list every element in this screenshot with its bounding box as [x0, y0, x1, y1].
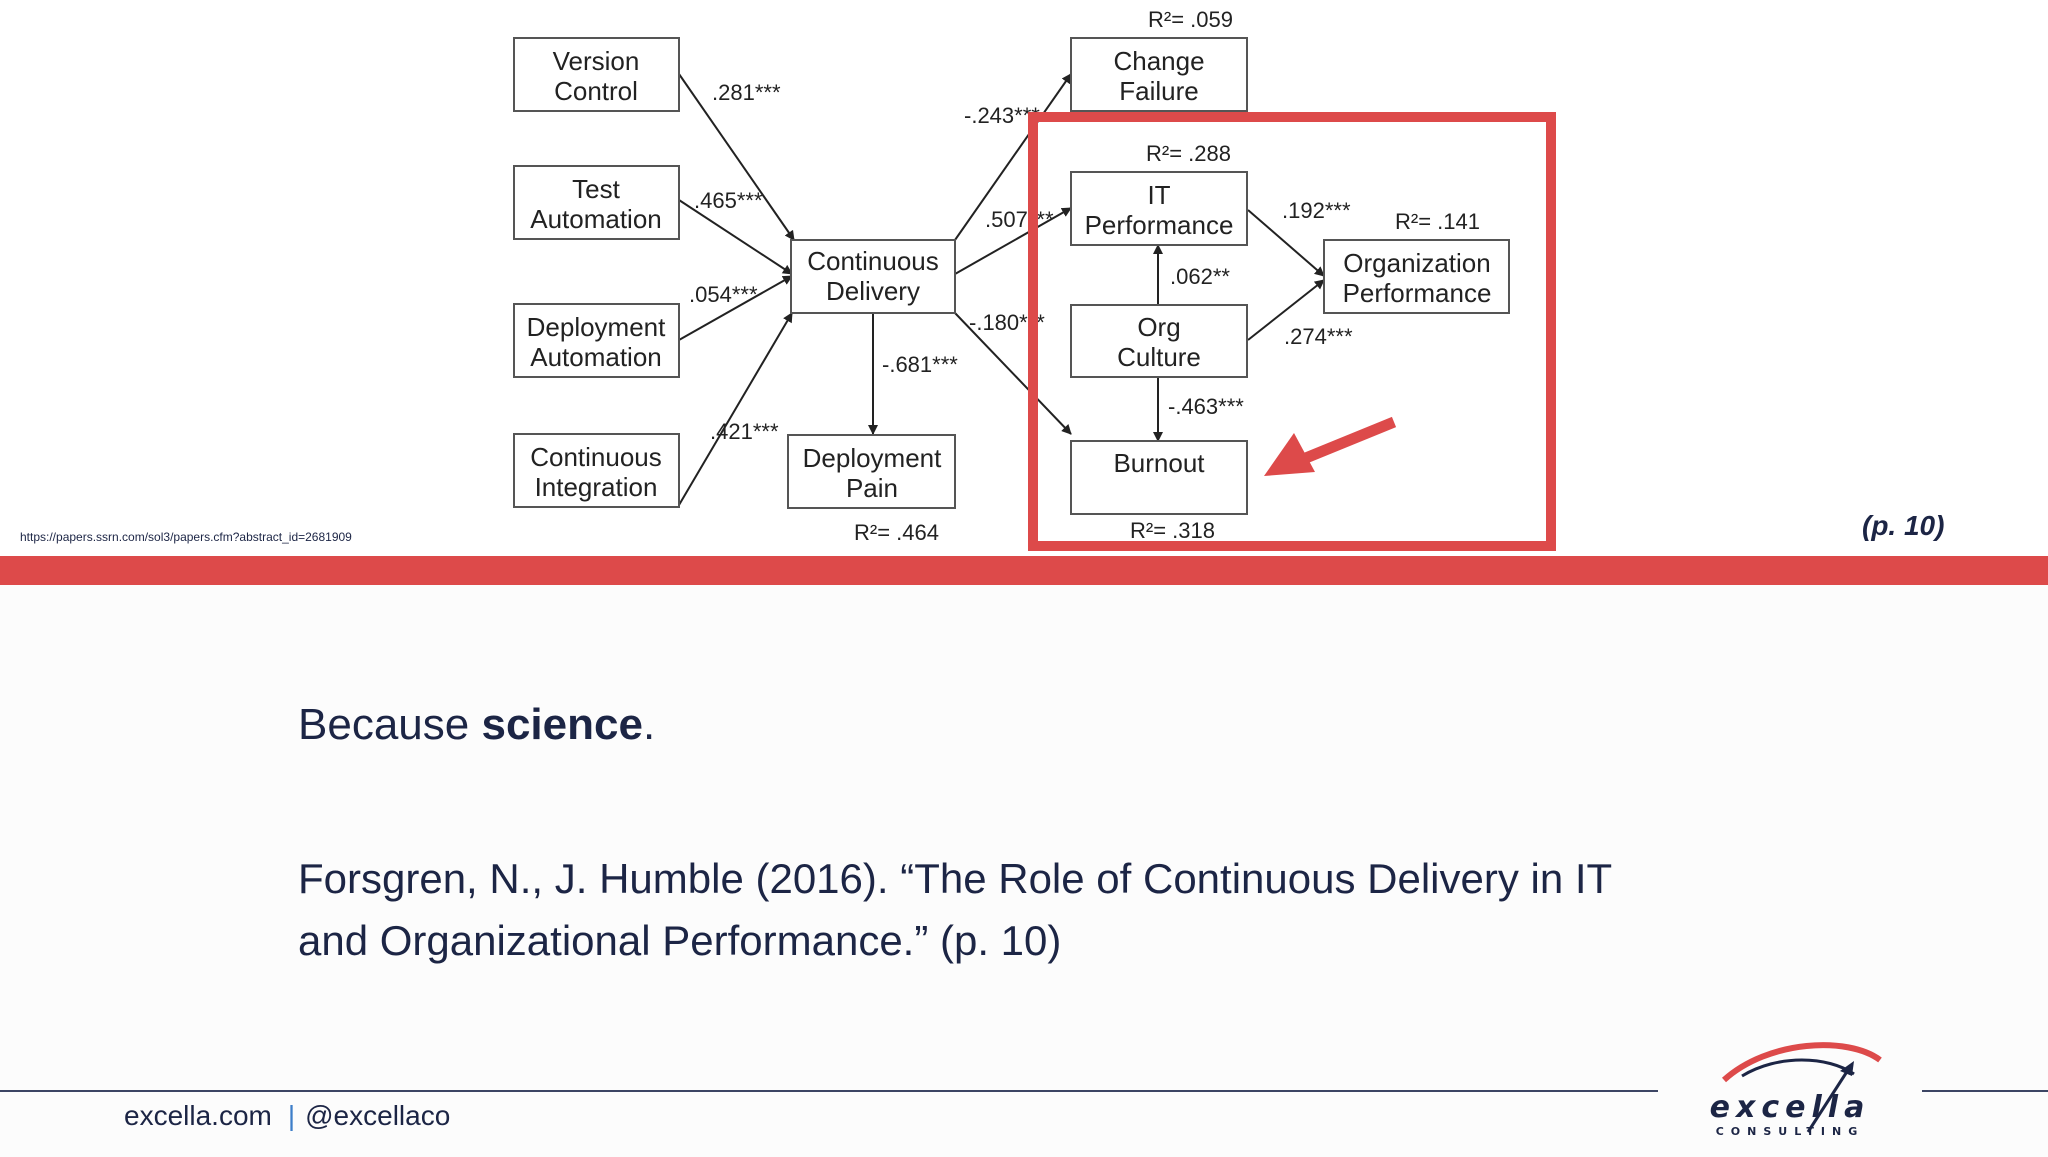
r2-change-failure: R²= .059	[1148, 7, 1233, 32]
edge-labels: .281*** .465*** .054*** .421*** -.681***…	[689, 80, 1353, 444]
node-continuous-integration: Continuous Integration	[513, 433, 680, 508]
node-test-automation: Test Automation	[513, 165, 680, 240]
node-change-failure: Change Failure	[1070, 37, 1248, 112]
edge-continuous-integration-cd	[678, 312, 793, 506]
edge-org-culture-org-performance	[1247, 279, 1325, 341]
node-version-control: Version Control	[513, 37, 680, 112]
footer-separator: |	[287, 1100, 296, 1131]
highlight-arrow-icon	[1264, 416, 1397, 476]
node-version-control-line2: Control	[554, 76, 638, 106]
footer-divider	[0, 1090, 2048, 1092]
page-reference: (p. 10)	[1862, 510, 1945, 541]
edge-label-it-org-performance: .192***	[1282, 198, 1351, 223]
node-deployment-automation-line2: Automation	[530, 342, 662, 372]
node-deployment-automation-line1: Deployment	[527, 312, 667, 342]
node-deployment-pain: Deployment Pain	[787, 434, 956, 509]
statement-prefix: Because	[298, 700, 482, 749]
node-deployment-pain-line1: Deployment	[803, 443, 943, 473]
node-test-automation-line2: Automation	[530, 204, 662, 234]
r2-burnout: R²= .318	[1130, 518, 1215, 543]
node-it-performance-line2: Performance	[1085, 210, 1234, 240]
node-org-culture: Org Culture	[1070, 304, 1248, 378]
edge-label-deployment-automation: .054***	[689, 282, 758, 307]
diagram-panel: Version Control Test Automation Deployme…	[0, 0, 2048, 556]
node-test-automation-line1: Test	[572, 174, 620, 204]
node-it-performance-line1: IT	[1147, 180, 1170, 210]
footer-links: excella.com | @excellaco	[124, 1100, 450, 1132]
node-continuous-integration-line1: Continuous	[530, 442, 662, 472]
edge-cd-burnout	[954, 312, 1072, 435]
statement-suffix: .	[642, 700, 656, 749]
edge-label-change-failure: -.243***	[964, 103, 1040, 128]
edge-it-performance-org-performance	[1247, 209, 1325, 277]
footer-social-handle[interactable]: @excellaco	[305, 1100, 451, 1131]
node-org-culture-line2: Culture	[1117, 342, 1201, 372]
node-deployment-pain-line2: Pain	[846, 473, 898, 503]
diagram-edges	[678, 73, 1325, 506]
edge-label-deployment-pain: -.681***	[882, 352, 958, 377]
highlight-box	[1028, 112, 1556, 551]
accent-band	[0, 556, 2048, 585]
edge-label-it-performance: .507***	[985, 207, 1054, 232]
r2-organization-performance: R²= .141	[1395, 209, 1480, 234]
source-url[interactable]: https://papers.ssrn.com/sol3/papers.cfm?…	[20, 530, 352, 544]
node-burnout: Burnout	[1070, 440, 1248, 515]
edge-label-test-automation: .465***	[694, 188, 763, 213]
edge-deployment-automation-cd	[678, 275, 793, 341]
statement-emphasis: science	[481, 700, 643, 749]
node-version-control-line1: Version	[553, 46, 640, 76]
citation-line-1: Forsgren, N., J. Humble (2016). “The Rol…	[298, 855, 1613, 902]
edge-cd-change-failure	[954, 73, 1072, 241]
path-diagram: Version Control Test Automation Deployme…	[513, 7, 1556, 551]
r2-deployment-pain: R²= .464	[854, 520, 939, 545]
edge-label-continuous-integration: .421***	[710, 419, 779, 444]
node-burnout-line1: Burnout	[1113, 448, 1205, 478]
node-organization-performance-line2: Performance	[1343, 278, 1492, 308]
excella-logo-icon: excella CONSULTING	[1710, 1042, 1882, 1138]
node-continuous-delivery: Continuous Delivery	[790, 239, 956, 314]
edge-test-automation-cd	[678, 199, 793, 275]
edge-label-org-culture-burnout: -.463***	[1168, 394, 1244, 419]
edge-label-org-culture-it: .062**	[1170, 264, 1230, 289]
node-deployment-automation: Deployment Automation	[513, 303, 680, 378]
node-organization-performance-line1: Organization	[1343, 248, 1490, 278]
r2-it-performance: R²= .288	[1146, 141, 1231, 166]
node-organization-performance: Organization Performance	[1323, 239, 1510, 314]
node-it-performance: IT Performance	[1070, 171, 1248, 246]
logo-wordmark: excella	[1710, 1090, 1871, 1125]
edge-label-version-control: .281***	[712, 80, 781, 105]
node-change-failure-line1: Change	[1113, 46, 1204, 76]
edge-cd-it-performance	[954, 207, 1072, 275]
citation-line-2: and Organizational Performance.” (p. 10)	[298, 917, 1062, 964]
node-continuous-delivery-line1: Continuous	[807, 246, 939, 276]
citation: Forsgren, N., J. Humble (2016). “The Rol…	[298, 848, 1798, 972]
r-squared-labels: R²= .059 R²= .288 R²= .141 R²= .464 R²= …	[854, 7, 1480, 545]
node-org-culture-line1: Org	[1137, 312, 1180, 342]
statement: Because science.	[298, 700, 655, 750]
node-continuous-integration-line2: Integration	[535, 472, 658, 502]
node-change-failure-line2: Failure	[1119, 76, 1198, 106]
excella-logo: excella CONSULTING	[1658, 1028, 1922, 1152]
logo-tagline: CONSULTING	[1716, 1125, 1865, 1138]
edge-version-control-cd	[678, 73, 795, 241]
node-continuous-delivery-line2: Delivery	[826, 276, 920, 306]
edge-label-culture-org-performance: .274***	[1284, 324, 1353, 349]
footer-site-link[interactable]: excella.com	[124, 1100, 272, 1131]
